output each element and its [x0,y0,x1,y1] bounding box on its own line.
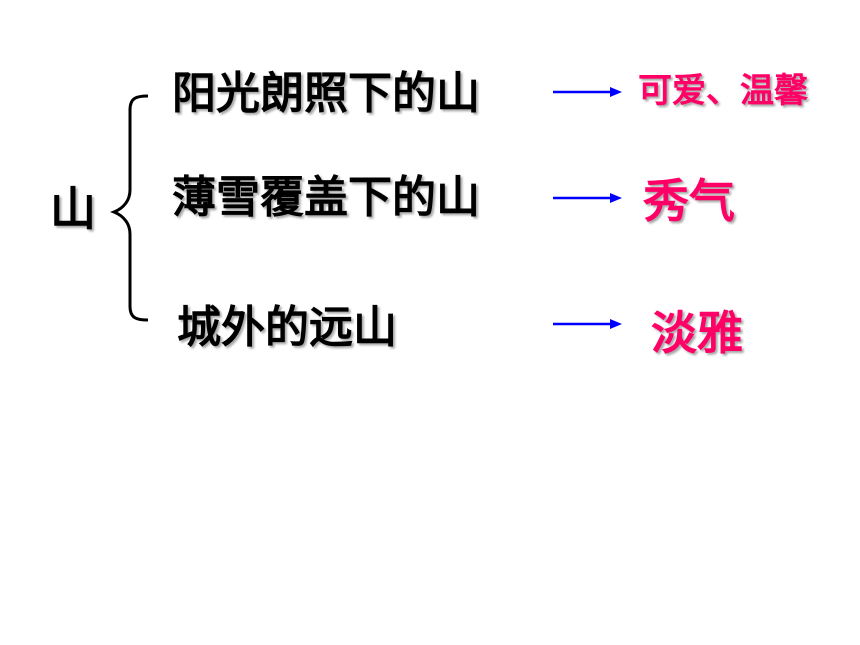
branch-topic-snow: 薄雪覆盖下的山 [172,172,480,223]
branch-topic-sunlit: 阳光朗照下的山 [172,68,480,119]
branch-result-snow: 秀气 [643,174,735,228]
root-label: 山 [50,182,96,236]
arrow-1 [553,87,622,97]
arrow-2 [553,193,622,203]
branch-result-distant: 淡雅 [651,306,743,360]
branch-topic-distant: 城外的远山 [177,302,397,353]
branch-result-sunlit: 可爱、温馨 [638,71,808,111]
left-brace [109,94,149,322]
arrow-3 [553,319,622,329]
